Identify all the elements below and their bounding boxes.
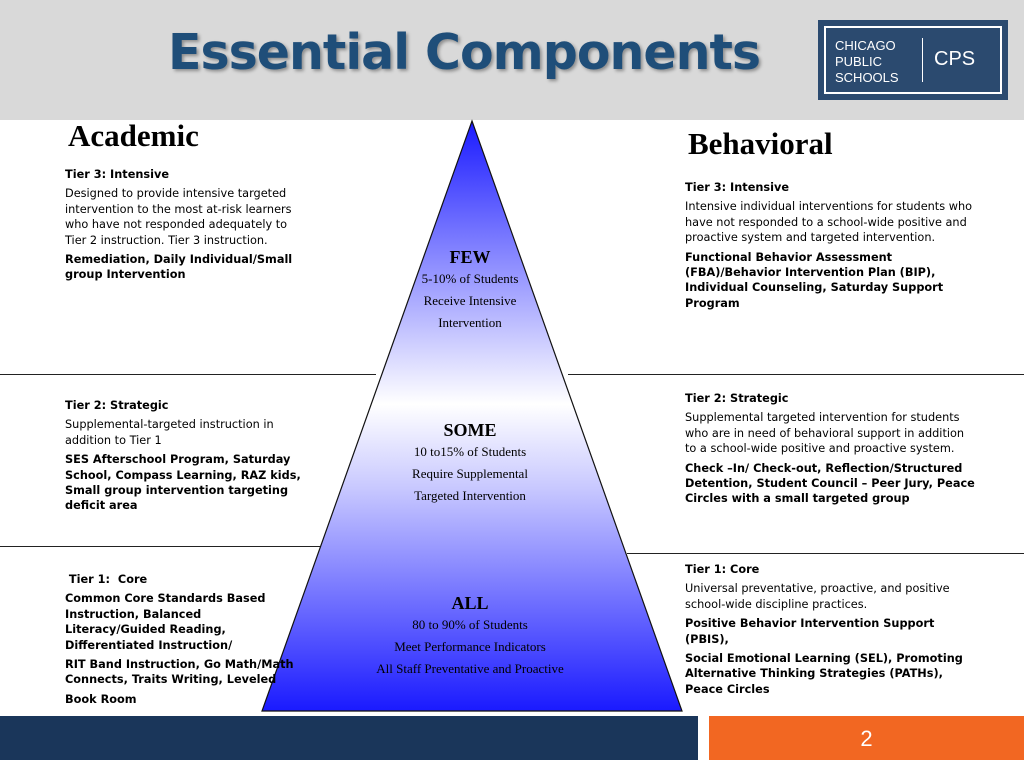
behavioral-heading: Behavioral [688,126,833,161]
slide-title: Essential Components [168,24,761,81]
behavioral-tier2-description: Supplemental targeted intervention for s… [685,411,965,456]
behavioral-tier2-examples: Check –In/ Check-out, Reflection/Structu… [685,461,975,506]
pyramid-few-line-2: Receive Intensive [423,293,517,308]
academic-tier2-description: Supplemental-targeted instruction in add… [65,418,274,447]
pyramid-some-heading: SOME [443,420,497,440]
behavioral-tier2-label: Tier 2: Strategic [685,392,789,405]
pyramid-all-heading: ALL [451,593,489,613]
academic-tier3-examples: Remediation, Daily Individual/Small grou… [65,253,293,282]
academic-tier3-description: Designed to provide intensive targeted i… [65,187,292,247]
pyramid-some: SOME 10 to15% of Students Require Supple… [360,419,580,507]
divider-left-bottom [0,546,320,547]
divider-left-top [0,374,376,375]
academic-tier3-label: Tier 3: Intensive [65,168,170,181]
pyramid-all-line-1: 80 to 90% of Students [412,617,528,632]
logo-divider [922,38,923,82]
academic-tier3: Tier 3: Intensive Designed to provide in… [65,167,305,287]
behavioral-tier3: Tier 3: Intensive Intensive individual i… [685,180,983,315]
page-number: 2 [860,726,873,751]
academic-tier1-examples-3: Book Room [65,692,137,706]
pyramid-few: FEW 5-10% of Students Receive Intensive … [380,246,560,334]
behavioral-tier2: Tier 2: Strategic Supplemental targeted … [685,391,977,511]
behavioral-tier3-label: Tier 3: Intensive [685,181,790,194]
pyramid-few-line-3: Intervention [438,315,502,330]
academic-tier1: Tier 1: Core Common Core Standards Based… [65,572,300,711]
pyramid-few-line-1: 5-10% of Students [421,271,519,286]
behavioral-tier1-description: Universal preventative, proactive, and p… [685,582,950,611]
logo-wordmark: CHICAGO PUBLIC SCHOOLS [835,38,899,86]
footer-bar [0,716,698,760]
logo-line-3: SCHOOLS [835,70,899,85]
academic-tier2: Tier 2: Strategic Supplemental-targeted … [65,398,315,518]
pyramid-all-line-3: All Staff Preventative and Proactive [376,661,564,676]
pyramid-some-line-2: Require Supplemental [412,466,528,481]
pyramid-all-line-2: Meet Performance Indicators [394,639,546,654]
pyramid-some-line-3: Targeted Intervention [414,488,526,503]
logo-frame: CHICAGO PUBLIC SCHOOLS CPS [824,26,1002,94]
behavioral-tier1-label: Tier 1: Core [685,563,760,576]
pyramid-few-heading: FEW [449,247,491,267]
footer-page-box: 2 [709,716,1024,760]
behavioral-tier1: Tier 1: Core Universal preventative, pro… [685,562,975,701]
academic-tier1-label: Tier 1: Core [65,573,148,586]
logo-line-2: PUBLIC [835,54,882,69]
academic-tier1-examples-2: RIT Band Instruction, Go Math/Math Conne… [65,658,294,687]
pyramid-triangle [261,119,683,712]
pyramid-some-line-1: 10 to15% of Students [413,444,527,459]
academic-tier1-examples-1: Common Core Standards Based Instruction,… [65,592,266,652]
behavioral-tier3-examples: Functional Behavior Assessment (FBA)/Beh… [685,250,944,310]
pyramid-all: ALL 80 to 90% of Students Meet Performan… [340,592,600,680]
logo-abbreviation: CPS [934,48,976,70]
cps-logo: CHICAGO PUBLIC SCHOOLS CPS [818,20,1008,100]
divider-right-top [568,374,1024,375]
academic-tier2-label: Tier 2: Strategic [65,399,169,412]
divider-right-bottom [627,553,1024,554]
logo-line-1: CHICAGO [835,38,896,53]
academic-tier2-examples: SES Afterschool Program, Saturday School… [65,453,301,513]
behavioral-tier1-examples-2: Social Emotional Learning (SEL), Promoti… [685,652,963,696]
academic-heading: Academic [68,118,199,153]
behavioral-tier1-examples-1: Positive Behavior Intervention Support (… [685,617,935,646]
behavioral-tier3-description: Intensive individual interventions for s… [685,200,973,245]
